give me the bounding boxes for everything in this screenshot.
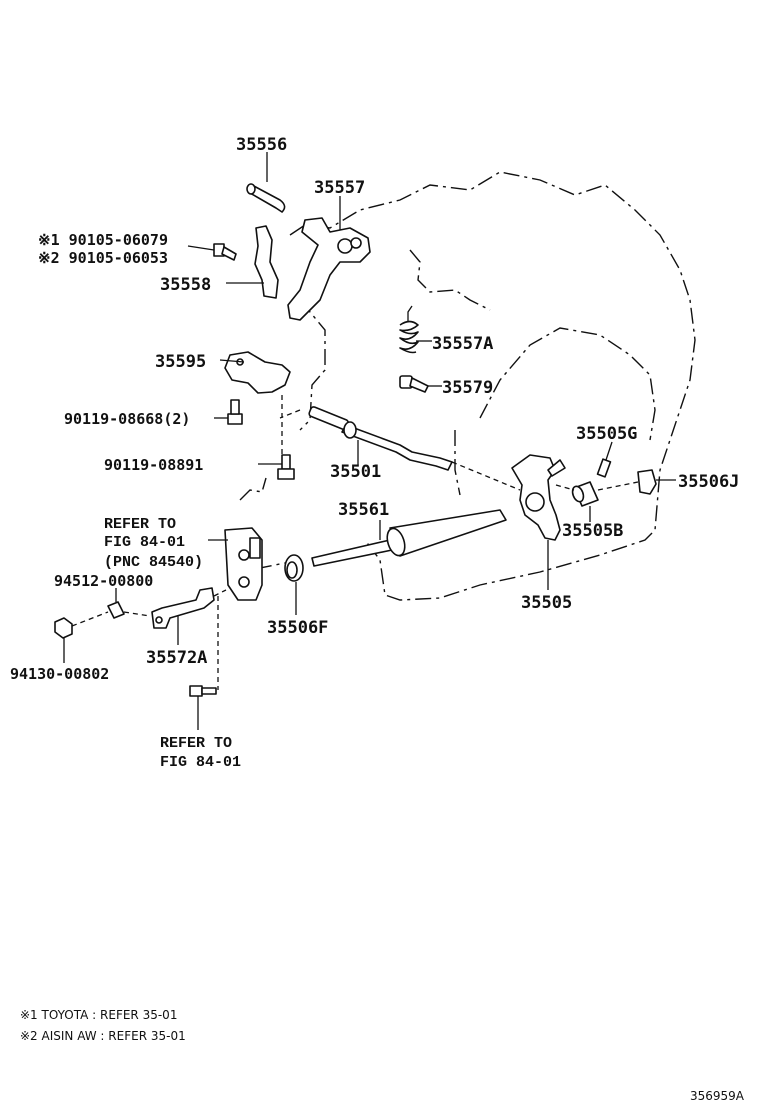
bolt-90105 xyxy=(213,243,237,261)
lever-35505 xyxy=(511,454,566,541)
bushing-35505B xyxy=(571,481,599,507)
label-35505: 35505 xyxy=(521,593,572,613)
ref1-line3: (PNC 84540) xyxy=(104,554,203,571)
footnote-2: ※2 AISIN AW : REFER 35-01 xyxy=(20,1029,186,1043)
label-94512: 94512-00800 xyxy=(54,572,153,590)
bolt-90119-08891 xyxy=(277,454,295,480)
label-35505G: 35505G xyxy=(576,424,637,444)
ref2-line2: FIG 84-01 xyxy=(160,754,241,771)
label-35557: 35557 xyxy=(314,178,365,198)
label-35558: 35558 xyxy=(160,275,211,295)
shaft-35561 xyxy=(311,509,507,567)
neutral-switch xyxy=(224,527,263,601)
label-35501: 35501 xyxy=(330,462,381,482)
lever-35557 xyxy=(287,217,371,321)
bolt-35579 xyxy=(399,375,429,393)
ref1-line2: FIG 84-01 xyxy=(104,534,185,551)
bracket-35595 xyxy=(224,351,291,394)
figure-id: 356959A xyxy=(690,1089,745,1103)
pin-35505G xyxy=(596,458,612,478)
seal-35506F xyxy=(284,554,304,582)
clip-35506J xyxy=(637,469,657,495)
arm-35572A xyxy=(151,587,215,629)
label-94130: 94130-00802 xyxy=(10,665,109,683)
label-35557A: 35557A xyxy=(432,334,493,354)
footnote-1: ※1 TOYOTA : REFER 35-01 xyxy=(20,1008,177,1022)
nut-94130 xyxy=(54,617,73,639)
label-90119-08668: 90119-08668(2) xyxy=(64,410,190,428)
label-90119-08891: 90119-08891 xyxy=(104,456,203,474)
label-35505B: 35505B xyxy=(562,521,623,541)
label-35579: 35579 xyxy=(442,378,493,398)
rod-35501 xyxy=(308,406,453,471)
ref2-line1: REFER TO xyxy=(160,735,232,752)
bolt-90119-08668 xyxy=(227,399,243,425)
label-35506J: 35506J xyxy=(678,472,739,492)
label-35561: 35561 xyxy=(338,500,389,520)
pin-35556 xyxy=(246,183,286,213)
label-bolt-note1: ※1 90105-06079 xyxy=(38,231,168,249)
washer-94512 xyxy=(107,601,125,619)
plate-35558 xyxy=(254,225,279,299)
label-35506F: 35506F xyxy=(267,618,328,638)
label-35595: 35595 xyxy=(155,352,206,372)
label-35572A: 35572A xyxy=(146,648,207,668)
spring-35557A xyxy=(399,305,419,354)
label-bolt-note2: ※2 90105-06053 xyxy=(38,249,168,267)
ref1-line1: REFER TO xyxy=(104,516,176,533)
bolt-bottom xyxy=(189,685,217,697)
label-35556: 35556 xyxy=(236,135,287,155)
